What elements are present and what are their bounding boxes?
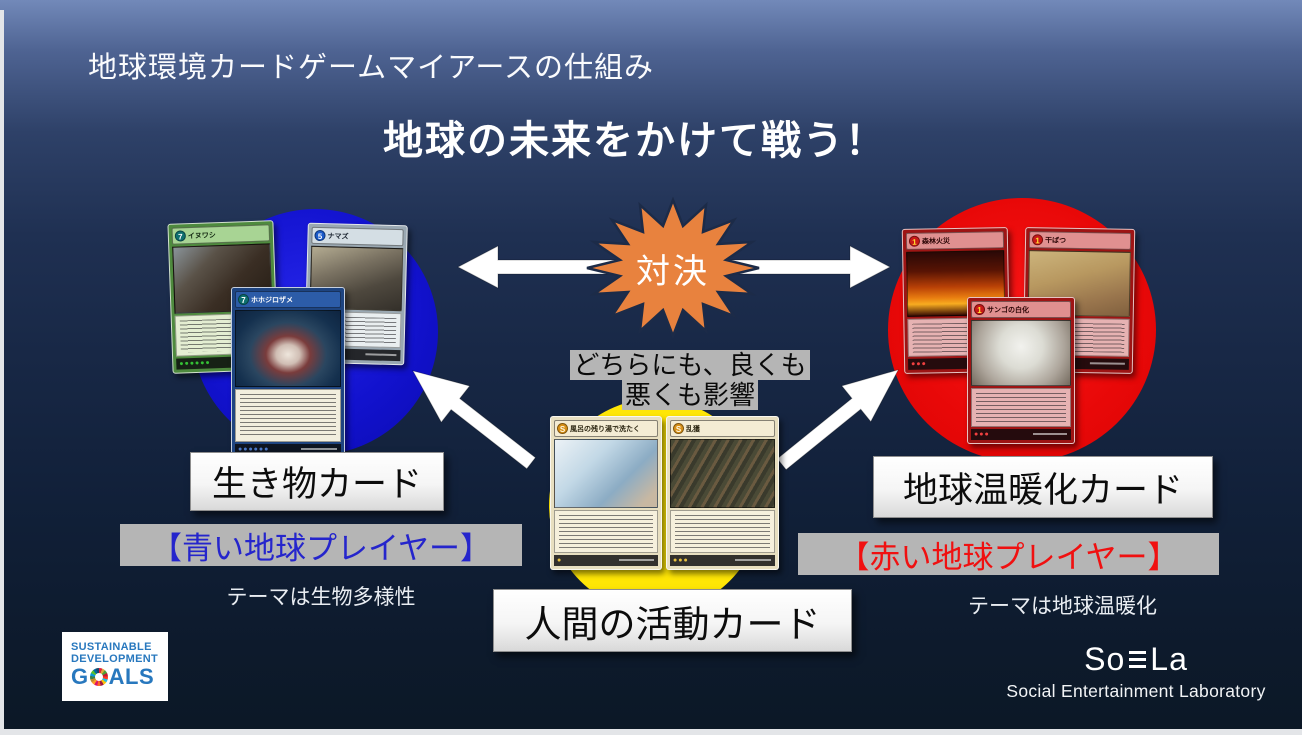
card-text-block [554, 510, 658, 553]
card-s-badge: S [673, 423, 684, 434]
card-text-block [971, 387, 1071, 427]
card-cost-badge: 5 [314, 229, 326, 242]
card-cost-badge: 7 [238, 294, 249, 305]
card-pips: ●●●●●● [235, 444, 341, 455]
sdg-goals-rest: ALS [108, 664, 155, 689]
slide-title: 地球環境カードゲームマイアースの仕組み [88, 52, 654, 84]
arrow-to-blue-circle [411, 370, 537, 470]
card-title: サンゴの白化 [987, 306, 1029, 314]
card-pips: ● [554, 555, 658, 566]
red-player-label: 【赤い地球プレイヤー】 [798, 533, 1219, 575]
influence-note: どちらにも、良くも 悪くも影響 [545, 350, 835, 410]
card-damage-badge: 1 [908, 235, 921, 247]
card-damage-badge: 1 [974, 304, 985, 315]
card-damage-badge: 1 [1031, 234, 1044, 246]
card-title: ホホジロザメ [251, 296, 293, 304]
sdg-line2: DEVELOPMENT [71, 653, 159, 665]
human-group-label: 人間の活動カード [493, 589, 852, 652]
card-title: 乱獲 [686, 425, 700, 433]
card-text-block [235, 389, 341, 442]
biodiversity-theme-label: テーマは生物多様性 [226, 586, 416, 609]
soela-logo: So La Social Entertainment Laboratory [1005, 641, 1267, 702]
slide-subtitle: 地球の未来をかけて戦う！ [383, 119, 887, 163]
sdgs-logo: SUSTAINABLE DEVELOPMENT G ALS [62, 632, 168, 701]
influence-note-line2: 悪くも影響 [621, 380, 758, 410]
warming-group-label: 地球温暖化カード [873, 456, 1213, 518]
card-pips: ●●● [670, 555, 775, 566]
warming-theme-label: テーマは地球温暖化 [968, 595, 1157, 618]
influence-note-line1: どちらにも、良くも [570, 350, 810, 380]
card-pips: ●●● [971, 429, 1071, 440]
arrow-to-red-circle [776, 368, 900, 471]
sdg-goals-g: G [71, 664, 89, 689]
soela-tagline: Social Entertainment Laboratory [1006, 681, 1266, 701]
sdg-line1: SUSTAINABLE [71, 641, 152, 653]
card-title: イヌワシ [187, 231, 216, 240]
card-text-block [670, 510, 775, 553]
card-title: ナマズ [327, 232, 349, 241]
card-cost-badge: 7 [174, 230, 187, 242]
sdg-goals-row: G ALS [71, 666, 168, 688]
coral-photo [971, 320, 1071, 386]
slide-left-edge [0, 10, 4, 735]
eels-photo [670, 439, 775, 509]
creature-group-label: 生き物カード [190, 452, 444, 511]
versus-starburst [586, 196, 760, 340]
blue-player-label: 【青い地球プレイヤー】 [120, 524, 522, 566]
shark-photo [235, 310, 341, 388]
soela-e-bars-icon [1129, 650, 1147, 669]
washing-machine-photo [554, 439, 658, 509]
card-title: 風呂の残り湯で洗たく [570, 425, 640, 433]
card-s-badge: S [557, 423, 568, 434]
soela-prefix: So [1084, 641, 1126, 677]
card-title: 干ばつ [1044, 236, 1067, 245]
soela-suffix: La [1150, 641, 1188, 677]
slide-bottom-edge [0, 729, 1302, 735]
versus-label: 対決 [636, 252, 710, 291]
sdg-wheel-icon [89, 668, 108, 686]
soela-wordmark: So La [1005, 641, 1267, 678]
card-title: 森林火災 [921, 237, 951, 246]
